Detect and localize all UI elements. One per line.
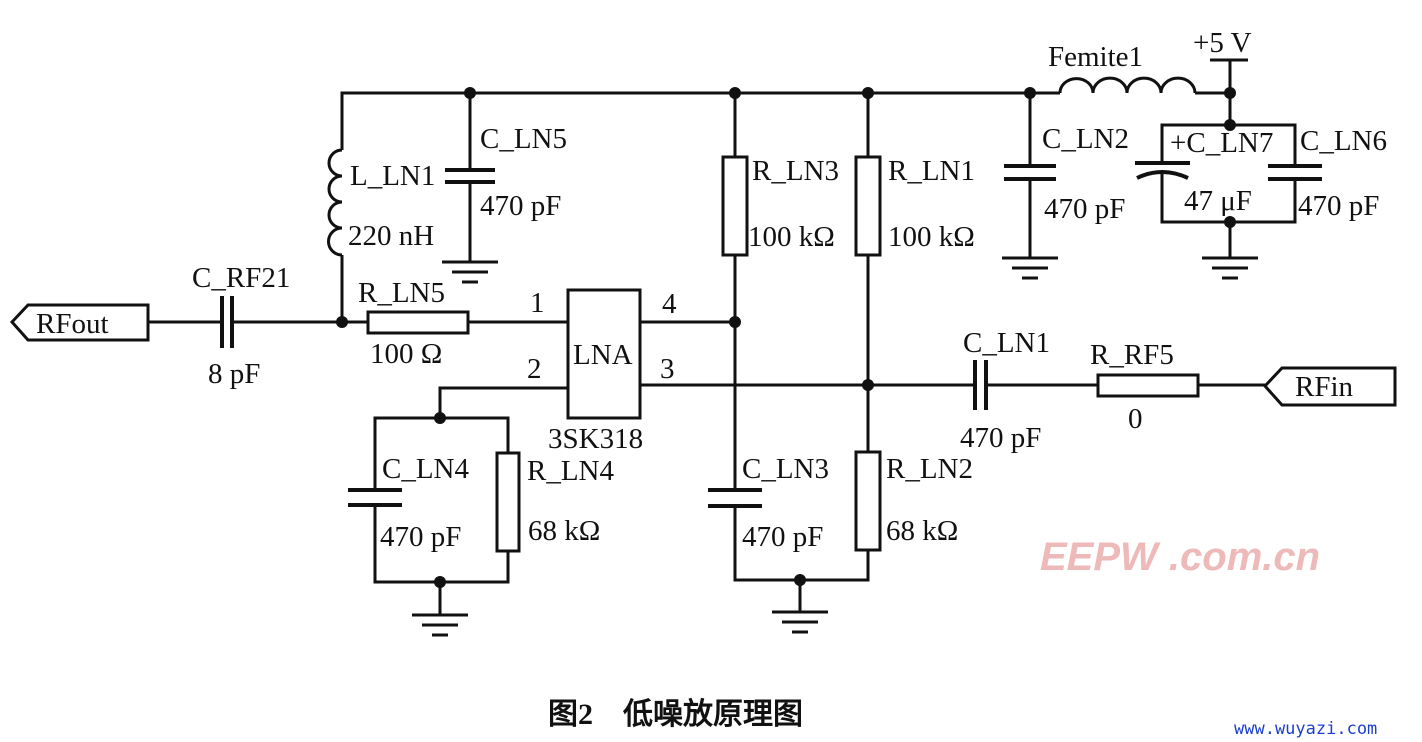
r-ln4-ref: R_LN4	[527, 455, 615, 487]
c-ln2-value: 470 pF	[1044, 193, 1125, 225]
resistor-r-ln3	[721, 155, 749, 257]
c-ln1-value: 470 pF	[960, 422, 1041, 454]
c-ln4-ref: C_LN4	[382, 453, 470, 485]
c-ln7-ref: +C_LN7	[1170, 127, 1273, 159]
c-ln7-value: 47 μF	[1184, 185, 1252, 217]
r-ln5-ref: R_LN5	[358, 277, 445, 309]
chip-part: 3SK318	[548, 423, 643, 455]
ground-icon	[770, 610, 830, 634]
r-ln4-value: 68 kΩ	[528, 515, 600, 547]
c-ln2-ref: C_LN2	[1042, 123, 1129, 155]
lna-chip	[566, 288, 642, 420]
ground-icon	[1000, 256, 1060, 280]
r-ln5-value: 100 Ω	[370, 338, 442, 370]
c-rf21-ref: C_RF21	[192, 262, 290, 294]
rfout-label: RFout	[36, 308, 109, 340]
c-ln4-value: 470 pF	[380, 521, 461, 553]
l-ln1-ref: L_LN1	[350, 160, 435, 192]
c-ln5-value: 470 pF	[480, 190, 561, 222]
c-ln6-value: 470 pF	[1298, 190, 1379, 222]
resistor-r-ln5	[366, 310, 470, 335]
supply-label: +5 V	[1193, 27, 1252, 59]
r-ln2-ref: R_LN2	[886, 453, 973, 485]
rfin-port	[1262, 366, 1397, 407]
r-ln1-ref: R_LN1	[888, 155, 975, 187]
r-ln1-value: 100 kΩ	[888, 221, 975, 253]
ground-icon	[440, 260, 500, 284]
c-rf21-value: 8 pF	[208, 358, 260, 390]
r-rf5-ref: R_RF5	[1090, 339, 1174, 371]
r-ln2-value: 68 kΩ	[886, 515, 958, 547]
c-ln5-ref: C_LN5	[480, 123, 567, 155]
resistor-r-ln2	[854, 450, 882, 552]
femite1-ref: Femite1	[1048, 41, 1143, 73]
inductor-femite1	[1058, 76, 1197, 94]
c-ln3-value: 470 pF	[742, 521, 823, 553]
rfin-label: RFin	[1295, 371, 1354, 403]
ground-icon	[1200, 256, 1260, 280]
eepw-logo-watermark: EEPW .com.cn	[1040, 535, 1320, 579]
c-ln6-ref: C_LN6	[1300, 125, 1387, 157]
r-ln3-ref: R_LN3	[752, 155, 839, 187]
pin-2-label: 2	[527, 353, 542, 385]
resistor-r-rf5	[1096, 373, 1200, 398]
resistor-r-ln4	[495, 451, 521, 553]
rfout-port	[9, 303, 150, 342]
figure-caption: 图2 低噪放原理图	[548, 698, 803, 731]
pin-4-label: 4	[662, 288, 677, 320]
c-ln1-ref: C_LN1	[963, 327, 1050, 359]
c-ln3-ref: C_LN3	[742, 453, 829, 485]
chip-name: LNA	[573, 339, 633, 371]
r-ln3-value: 100 kΩ	[748, 221, 835, 253]
ground-icon	[410, 613, 470, 637]
wires	[148, 58, 1297, 615]
l-ln1-value: 220 nH	[348, 220, 434, 252]
r-rf5-value: 0	[1128, 403, 1143, 435]
resistor-r-ln1	[854, 155, 882, 257]
inductor-l-ln1	[327, 148, 343, 257]
pin-3-label: 3	[660, 353, 675, 385]
site-watermark: www.wuyazi.com	[1234, 719, 1377, 739]
junction-dots	[336, 87, 1236, 588]
capacitor-plates	[220, 161, 1322, 508]
pin-1-label: 1	[530, 287, 545, 319]
